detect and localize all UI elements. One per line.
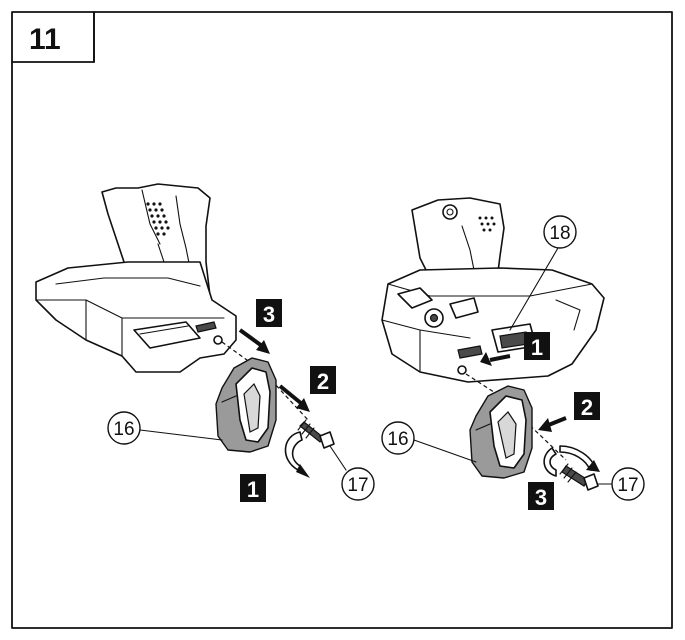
right-tool-illustration (381, 197, 605, 461)
svg-text:3: 3 (535, 485, 547, 510)
right-step-badge-3: 3 (528, 482, 554, 510)
svg-text:1: 1 (247, 477, 259, 502)
left-step-badge-3: 3 (256, 299, 282, 327)
right-belt-hook (469, 385, 533, 479)
left-step-badge-1: 1 (240, 474, 266, 502)
svg-text:2: 2 (581, 395, 593, 420)
svg-text:18: 18 (549, 223, 570, 244)
left-step-badge-2: 2 (310, 366, 336, 394)
figure-number: 11 (29, 23, 61, 56)
right-step-arrows (480, 352, 567, 432)
right-step-badge-2: 2 (574, 392, 600, 420)
right-callout-groove: 18 (509, 215, 577, 331)
figure-tab (11, 11, 95, 63)
right-callout-screw: 17 (597, 467, 645, 501)
right-callout-hook: 16 (381, 421, 477, 463)
svg-text:17: 17 (347, 475, 368, 496)
svg-text:16: 16 (113, 419, 134, 440)
left-callout-screw: 17 (329, 445, 375, 501)
svg-text:3: 3 (263, 302, 275, 327)
left-tool-illustration (35, 183, 309, 421)
svg-text:17: 17 (617, 475, 638, 496)
left-screw (284, 419, 335, 478)
right-step-badge-1: 1 (524, 332, 550, 360)
left-step-arrows (238, 328, 310, 412)
right-screw (543, 445, 600, 491)
svg-text:16: 16 (387, 429, 408, 450)
left-belt-hook (215, 357, 277, 453)
svg-text:1: 1 (531, 335, 543, 360)
svg-text:2: 2 (317, 369, 329, 394)
left-callout-hook: 16 (107, 411, 223, 445)
